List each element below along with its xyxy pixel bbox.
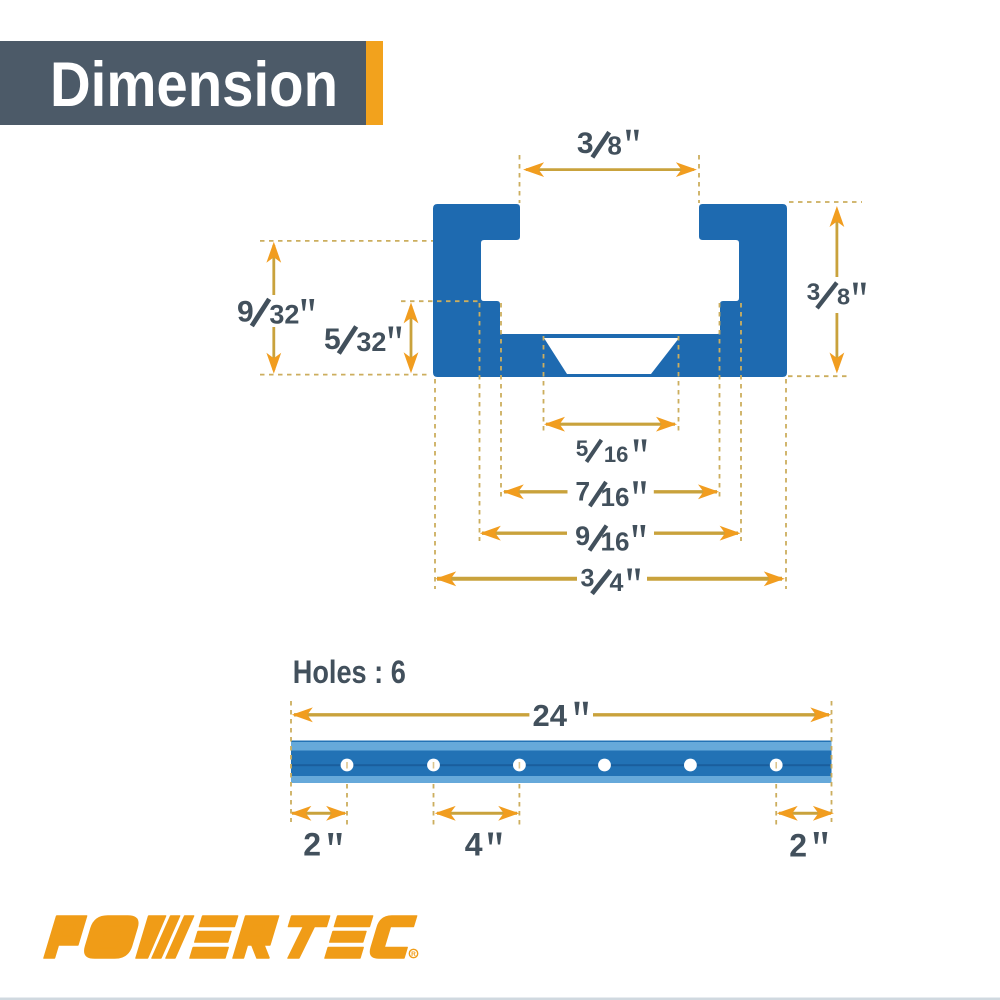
svg-text:3: 3	[807, 279, 821, 306]
svg-text:3: 3	[577, 127, 594, 160]
svg-text:32: 32	[269, 300, 299, 330]
svg-text:8: 8	[607, 130, 621, 160]
svg-text:4: 4	[465, 827, 483, 863]
svg-text:Dimension: Dimension	[50, 50, 338, 120]
svg-text:5: 5	[576, 436, 589, 461]
svg-text:2: 2	[789, 828, 807, 864]
svg-text:3: 3	[580, 565, 594, 593]
svg-text:2: 2	[303, 827, 321, 863]
svg-text:24: 24	[533, 698, 568, 733]
svg-text:16: 16	[601, 527, 630, 557]
svg-text:32: 32	[356, 327, 386, 357]
svg-text:7: 7	[575, 477, 590, 507]
svg-text:9: 9	[237, 296, 254, 329]
svg-text:R: R	[411, 951, 416, 958]
svg-text:16: 16	[604, 442, 628, 467]
svg-text:16: 16	[601, 482, 630, 512]
svg-text:9: 9	[575, 521, 590, 551]
svg-text:8: 8	[837, 284, 850, 310]
svg-text:5: 5	[324, 323, 341, 356]
svg-text:Holes : 6: Holes : 6	[293, 654, 406, 690]
svg-text:4: 4	[609, 569, 623, 597]
